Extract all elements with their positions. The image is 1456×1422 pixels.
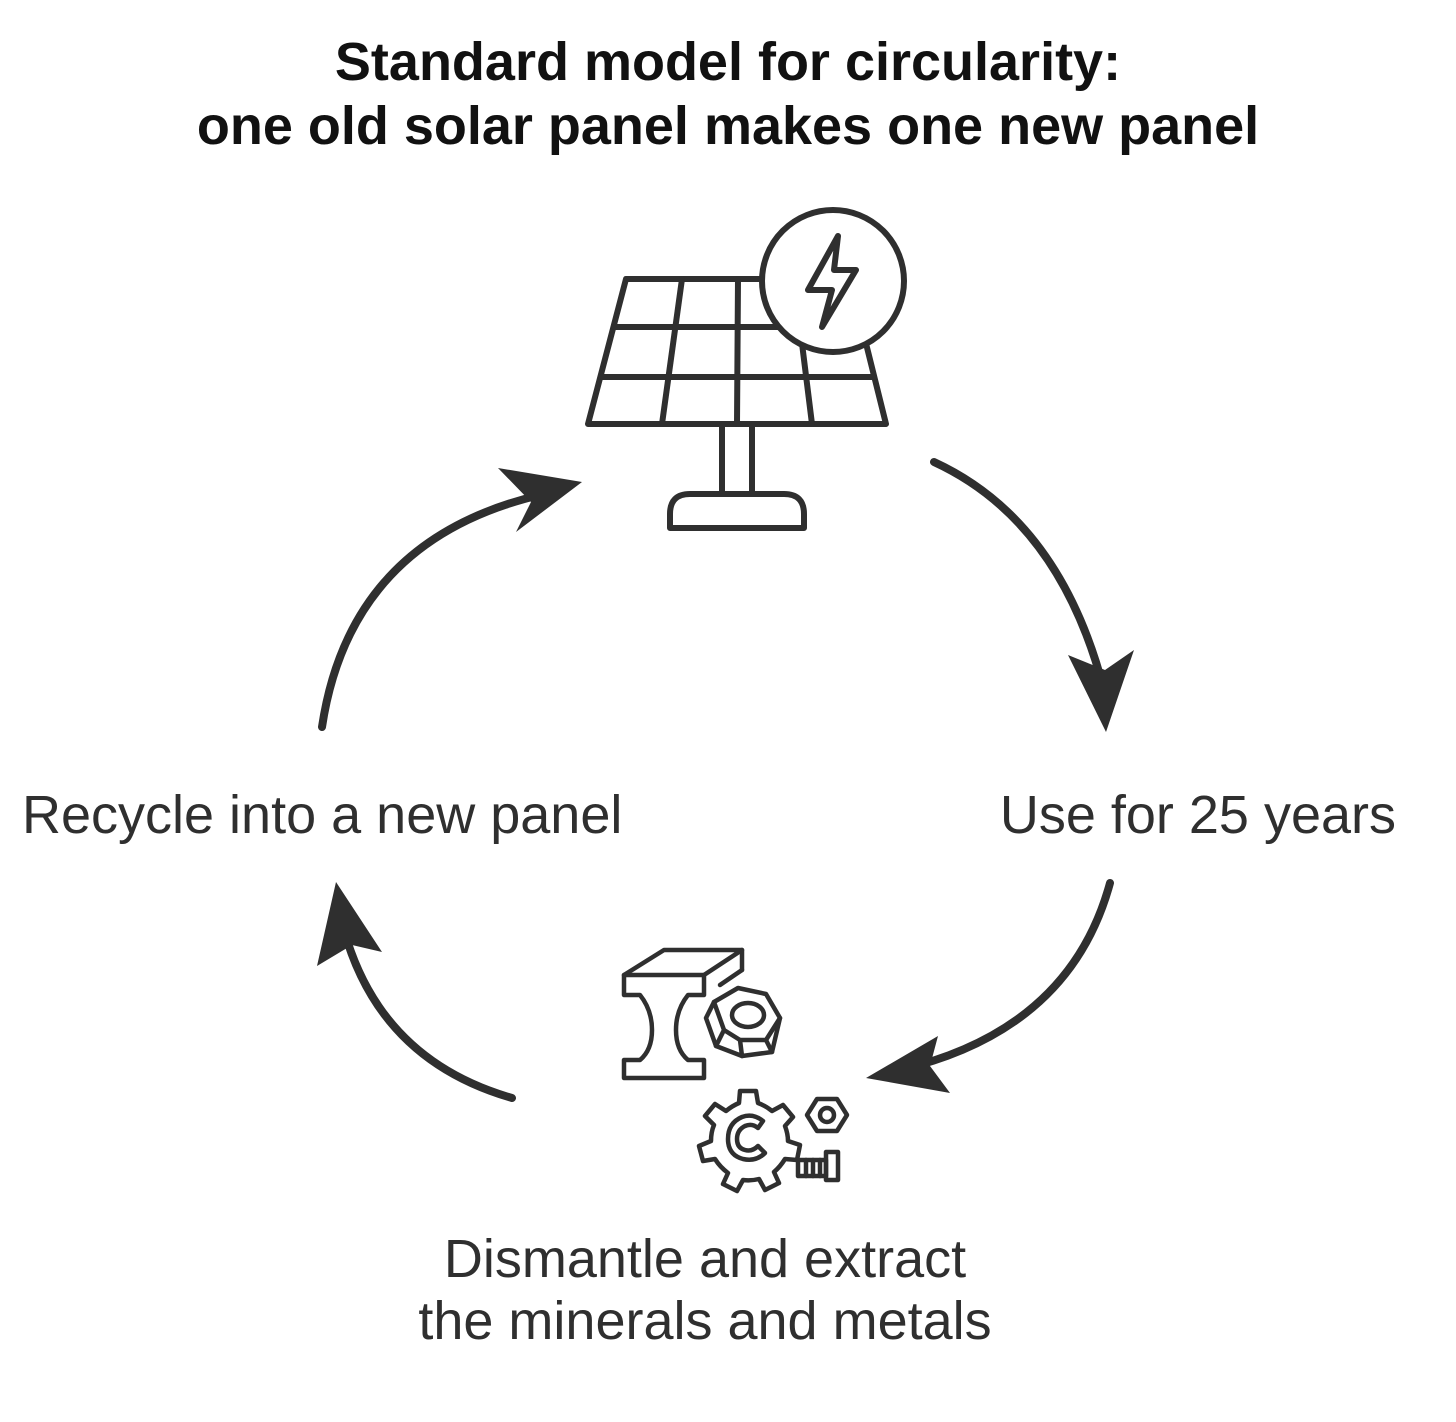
title-line-2: one old solar panel makes one new panel xyxy=(196,96,1260,156)
title-line-1: Standard model for circularity: xyxy=(334,32,1122,92)
arrowhead-to-recycle xyxy=(317,882,382,966)
diagram-title: Standard model for circularity: one old … xyxy=(0,30,1456,158)
arrow-to-panel xyxy=(318,491,544,731)
dismantle-line-1: Dismantle and extract xyxy=(443,1229,967,1289)
arrow-to-use xyxy=(930,458,1108,694)
step-recycle-label: Recycle into a new panel xyxy=(22,785,623,845)
step-use-label: Use for 25 years xyxy=(999,785,1396,845)
arrow-to-recycle xyxy=(340,926,516,1102)
solar-panel-icon xyxy=(585,207,907,531)
arrow-to-dismantle xyxy=(896,879,1114,1074)
arrow-heads xyxy=(317,468,1134,1093)
arrowhead-to-dismantle xyxy=(866,1036,950,1093)
arrowhead-to-panel xyxy=(498,468,582,532)
metals-and-parts-icon xyxy=(621,947,850,1194)
step-dismantle-label: Dismantle and extract the minerals and m… xyxy=(0,1228,1410,1352)
dismantle-line-2: the minerals and metals xyxy=(418,1291,992,1351)
cycle-arrows xyxy=(318,458,1114,1102)
arrowhead-to-use xyxy=(1068,650,1134,732)
